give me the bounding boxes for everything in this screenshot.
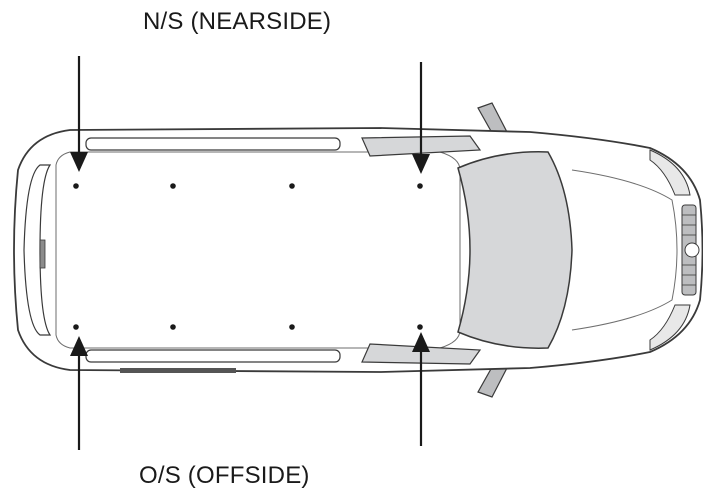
mount-point <box>289 183 295 189</box>
offside-roof-rail <box>85 349 341 363</box>
mount-point <box>170 183 176 189</box>
mounting-points <box>73 183 423 330</box>
offside-arrows <box>70 332 430 450</box>
rear-door <box>23 164 52 336</box>
mount-point <box>170 324 176 330</box>
nearside-label: N/S (NEARSIDE) <box>143 8 332 35</box>
mount-point <box>73 183 79 189</box>
offside-side-trim <box>120 368 236 373</box>
nearside-roof-rail <box>85 137 341 151</box>
windscreen <box>457 151 573 349</box>
mount-point <box>73 324 79 330</box>
offside-label: O/S (OFFSIDE) <box>139 462 310 489</box>
mount-point <box>417 183 423 189</box>
rear-handle <box>39 239 46 269</box>
van-body-outline <box>13 127 703 373</box>
headlight-offside <box>649 304 691 351</box>
bonnet <box>571 169 678 331</box>
front-grille <box>681 204 700 296</box>
mount-point <box>417 324 423 330</box>
headlight-nearside <box>649 149 691 196</box>
nearside-arrows <box>70 56 430 174</box>
mount-point <box>289 324 295 330</box>
